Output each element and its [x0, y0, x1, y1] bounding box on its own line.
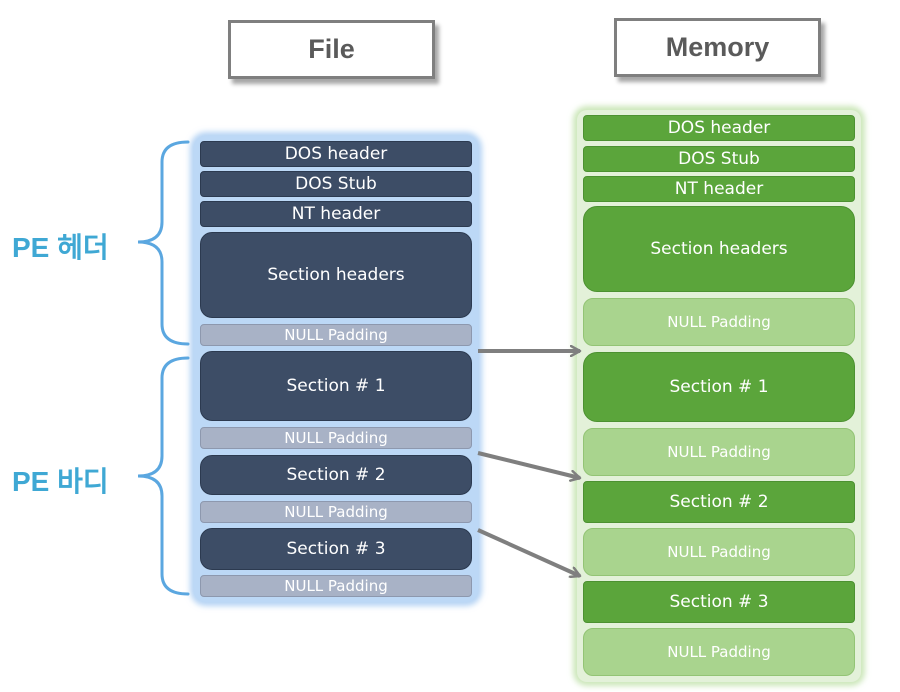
- file-dos-stub: DOS Stub: [200, 171, 472, 197]
- file-null-padding-1: NULL Padding: [200, 324, 472, 346]
- memory-section-headers: Section headers: [583, 206, 855, 292]
- memory-null-padding-3: NULL Padding: [583, 528, 855, 576]
- memory-dos-stub: DOS Stub: [583, 146, 855, 172]
- file-section-headers: Section headers: [200, 232, 472, 318]
- file-nt-header: NT header: [200, 201, 472, 227]
- file-null-padding-3: NULL Padding: [200, 501, 472, 523]
- memory-layout: DOS header DOS Stub NT header Section he…: [577, 110, 861, 682]
- file-null-padding-2: NULL Padding: [200, 427, 472, 449]
- file-title: File: [228, 20, 435, 79]
- pe-body-brace: [137, 356, 190, 596]
- memory-title: Memory: [614, 18, 821, 77]
- file-layout: DOS header DOS Stub NT header Section he…: [194, 136, 478, 602]
- memory-dos-header: DOS header: [583, 115, 855, 141]
- memory-null-padding-2: NULL Padding: [583, 428, 855, 476]
- pe-body-label: PE 바디: [12, 466, 109, 497]
- memory-section-3: Section # 3: [583, 581, 855, 623]
- memory-nt-header: NT header: [583, 176, 855, 202]
- memory-section-1: Section # 1: [583, 352, 855, 422]
- file-section-1: Section # 1: [200, 351, 472, 421]
- memory-section-2: Section # 2: [583, 481, 855, 523]
- memory-null-padding-4: NULL Padding: [583, 628, 855, 676]
- arrow-section-2: [477, 451, 580, 478]
- file-section-3: Section # 3: [200, 528, 472, 570]
- file-null-padding-4: NULL Padding: [200, 575, 472, 597]
- memory-null-padding-1: NULL Padding: [583, 298, 855, 346]
- pe-header-brace: [137, 140, 190, 346]
- arrow-section-3: [477, 528, 580, 576]
- file-dos-header: DOS header: [200, 141, 472, 167]
- file-section-2: Section # 2: [200, 455, 472, 495]
- pe-header-label: PE 헤더: [12, 232, 109, 263]
